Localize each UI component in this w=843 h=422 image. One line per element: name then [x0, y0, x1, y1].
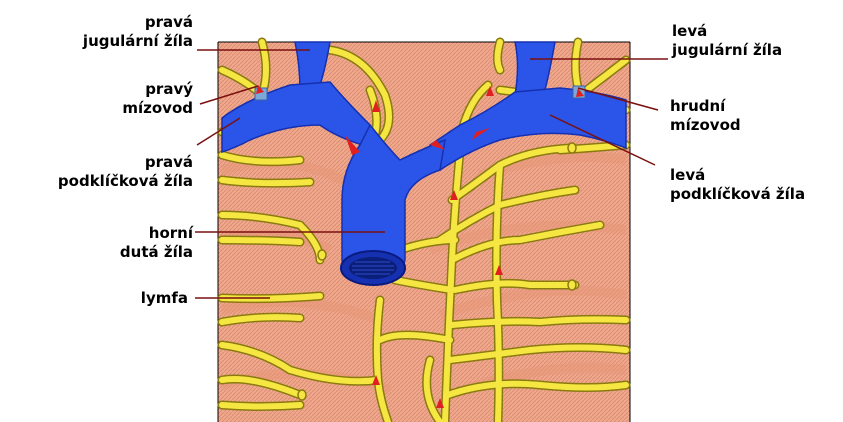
label-left-jugular-vein: levá jugulární žíla: [672, 22, 782, 60]
label-superior-vena-cava: horní dutá žíla: [120, 224, 193, 262]
label-right-subclavian-vein: pravá podklíčková žíla: [58, 153, 193, 191]
label-right-lymph-duct: pravý mízovod: [122, 80, 193, 118]
label-thoracic-duct: hrudní mízovod: [670, 97, 741, 135]
label-left-subclavian-vein: levá podklíčková žíla: [670, 166, 805, 204]
label-lymph: lymfa: [141, 289, 188, 308]
label-right-jugular-vein: pravá jugulární žíla: [83, 13, 193, 51]
